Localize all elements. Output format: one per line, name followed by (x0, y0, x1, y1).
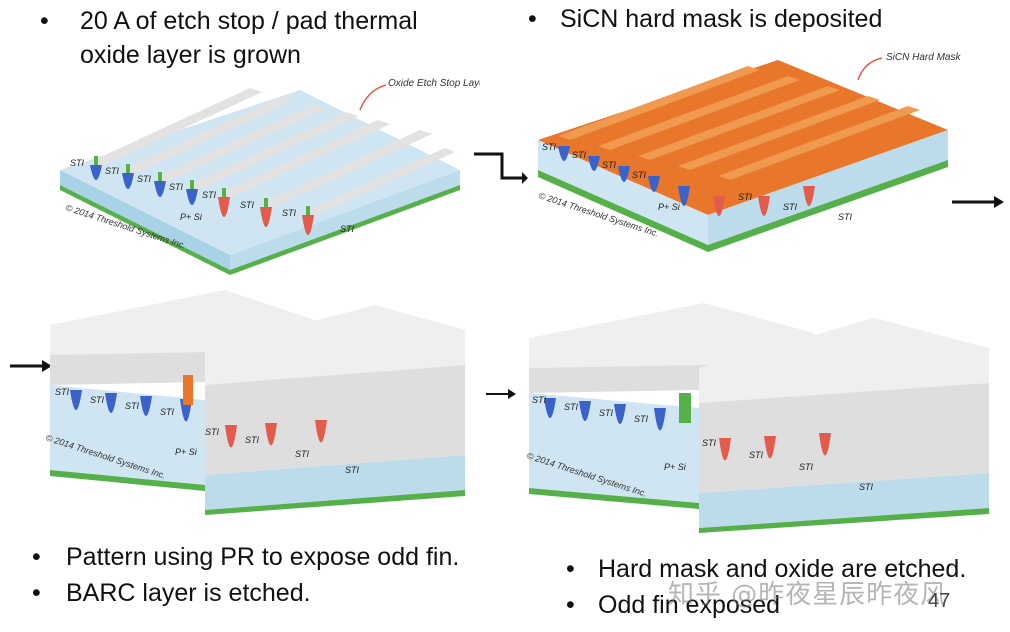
sti-label: STI (90, 395, 105, 405)
bullet-hard-mask-oxide-etched: • Hard mask and oxide are etched. (566, 552, 966, 586)
sti-label: STI (572, 150, 587, 160)
bullet-dot: • (40, 7, 49, 35)
bullet-dot: • (566, 591, 575, 619)
sti-label: STI (55, 387, 70, 397)
sti-label: STI (202, 190, 217, 200)
psi-label: P+ Si (664, 462, 687, 472)
sti-label: STI (542, 142, 557, 152)
psi-label: P+ Si (180, 212, 203, 222)
bullet-dot: • (32, 543, 41, 571)
bullet-dot: • (528, 5, 537, 33)
bullet-sicn-deposited: • SiCN hard mask is deposited (528, 2, 882, 36)
sti-label: STI (70, 158, 85, 168)
sti-label: STI (783, 202, 798, 212)
sti-label: STI (634, 414, 649, 424)
diagram-oxide-etch-stop: STI STI STI STI STI STI STI STI P+ Si © … (50, 70, 480, 275)
bullet-dot: • (32, 579, 41, 607)
sti-label: STI (564, 402, 579, 412)
arrow-right-icon (10, 360, 52, 372)
sti-label: STI (169, 182, 184, 192)
bullet-oxide-grown: • 20 A of etch stop / pad thermal oxide … (40, 4, 418, 72)
psi-label: P+ Si (175, 447, 198, 457)
psi-label: P+ Si (658, 202, 681, 212)
sti-label: STI (738, 192, 753, 202)
sti-label: STI (105, 166, 120, 176)
sti-label: STI (125, 401, 140, 411)
callout-sicn-hard-mask: SiCN Hard Mask (886, 52, 961, 63)
sti-label: STI (282, 208, 297, 218)
sti-label: STI (632, 170, 647, 180)
sti-label: STI (799, 462, 814, 472)
watermark: 知乎 @昨夜星辰昨夜风 (668, 580, 948, 610)
arrow-right-icon (952, 196, 1004, 208)
sti-label: STI (245, 435, 260, 445)
bullet-text-line2: oxide layer is grown (80, 41, 301, 69)
arrow-right-icon (474, 152, 528, 184)
sti-label: STI (137, 174, 152, 184)
sti-label: STI (749, 450, 764, 460)
sti-label: STI (532, 395, 547, 405)
sti-label: STI (859, 482, 874, 492)
page-number: 47 (928, 590, 951, 612)
sti-label: STI (602, 160, 617, 170)
arrow-right-icon (486, 389, 516, 399)
sti-label: STI (345, 465, 360, 475)
bullet-text: BARC layer is etched. (66, 579, 311, 607)
bullet-odd-fin-exposed: • Odd fin exposed (566, 588, 780, 622)
bullet-pattern-pr: • Pattern using PR to expose odd fin. (32, 540, 459, 574)
bullet-barc-etched: • BARC layer is etched. (32, 576, 311, 610)
bullet-text: Odd fin exposed (598, 591, 781, 619)
sti-label: STI (205, 427, 220, 437)
sti-label: STI (240, 200, 255, 210)
sti-label: STI (340, 224, 355, 234)
callout-oxide-etch-stop: Oxide Etch Stop Layer (388, 78, 480, 89)
sti-label: STI (295, 449, 310, 459)
diagram-pr-pattern: STI STI STI STI STI STI STI STI P+ Si © … (45, 285, 470, 515)
bullet-dot: • (566, 555, 575, 583)
sti-label: STI (702, 438, 717, 448)
bullet-text-line1: 20 A of etch stop / pad thermal (80, 7, 418, 35)
bullet-text: SiCN hard mask is deposited (560, 5, 883, 33)
diagram-sicn-hard-mask: STI STI STI STI STI STI STI P+ Si © 2014… (528, 40, 968, 255)
diagram-hard-mask-etched: STI STI STI STI STI STI STI STI P+ Si © … (524, 298, 994, 533)
sti-label: STI (599, 408, 614, 418)
sti-label: STI (160, 407, 175, 417)
bullet-text: Pattern using PR to expose odd fin. (66, 543, 460, 571)
bullet-text: Hard mask and oxide are etched. (598, 555, 967, 583)
sti-label: STI (838, 212, 853, 222)
